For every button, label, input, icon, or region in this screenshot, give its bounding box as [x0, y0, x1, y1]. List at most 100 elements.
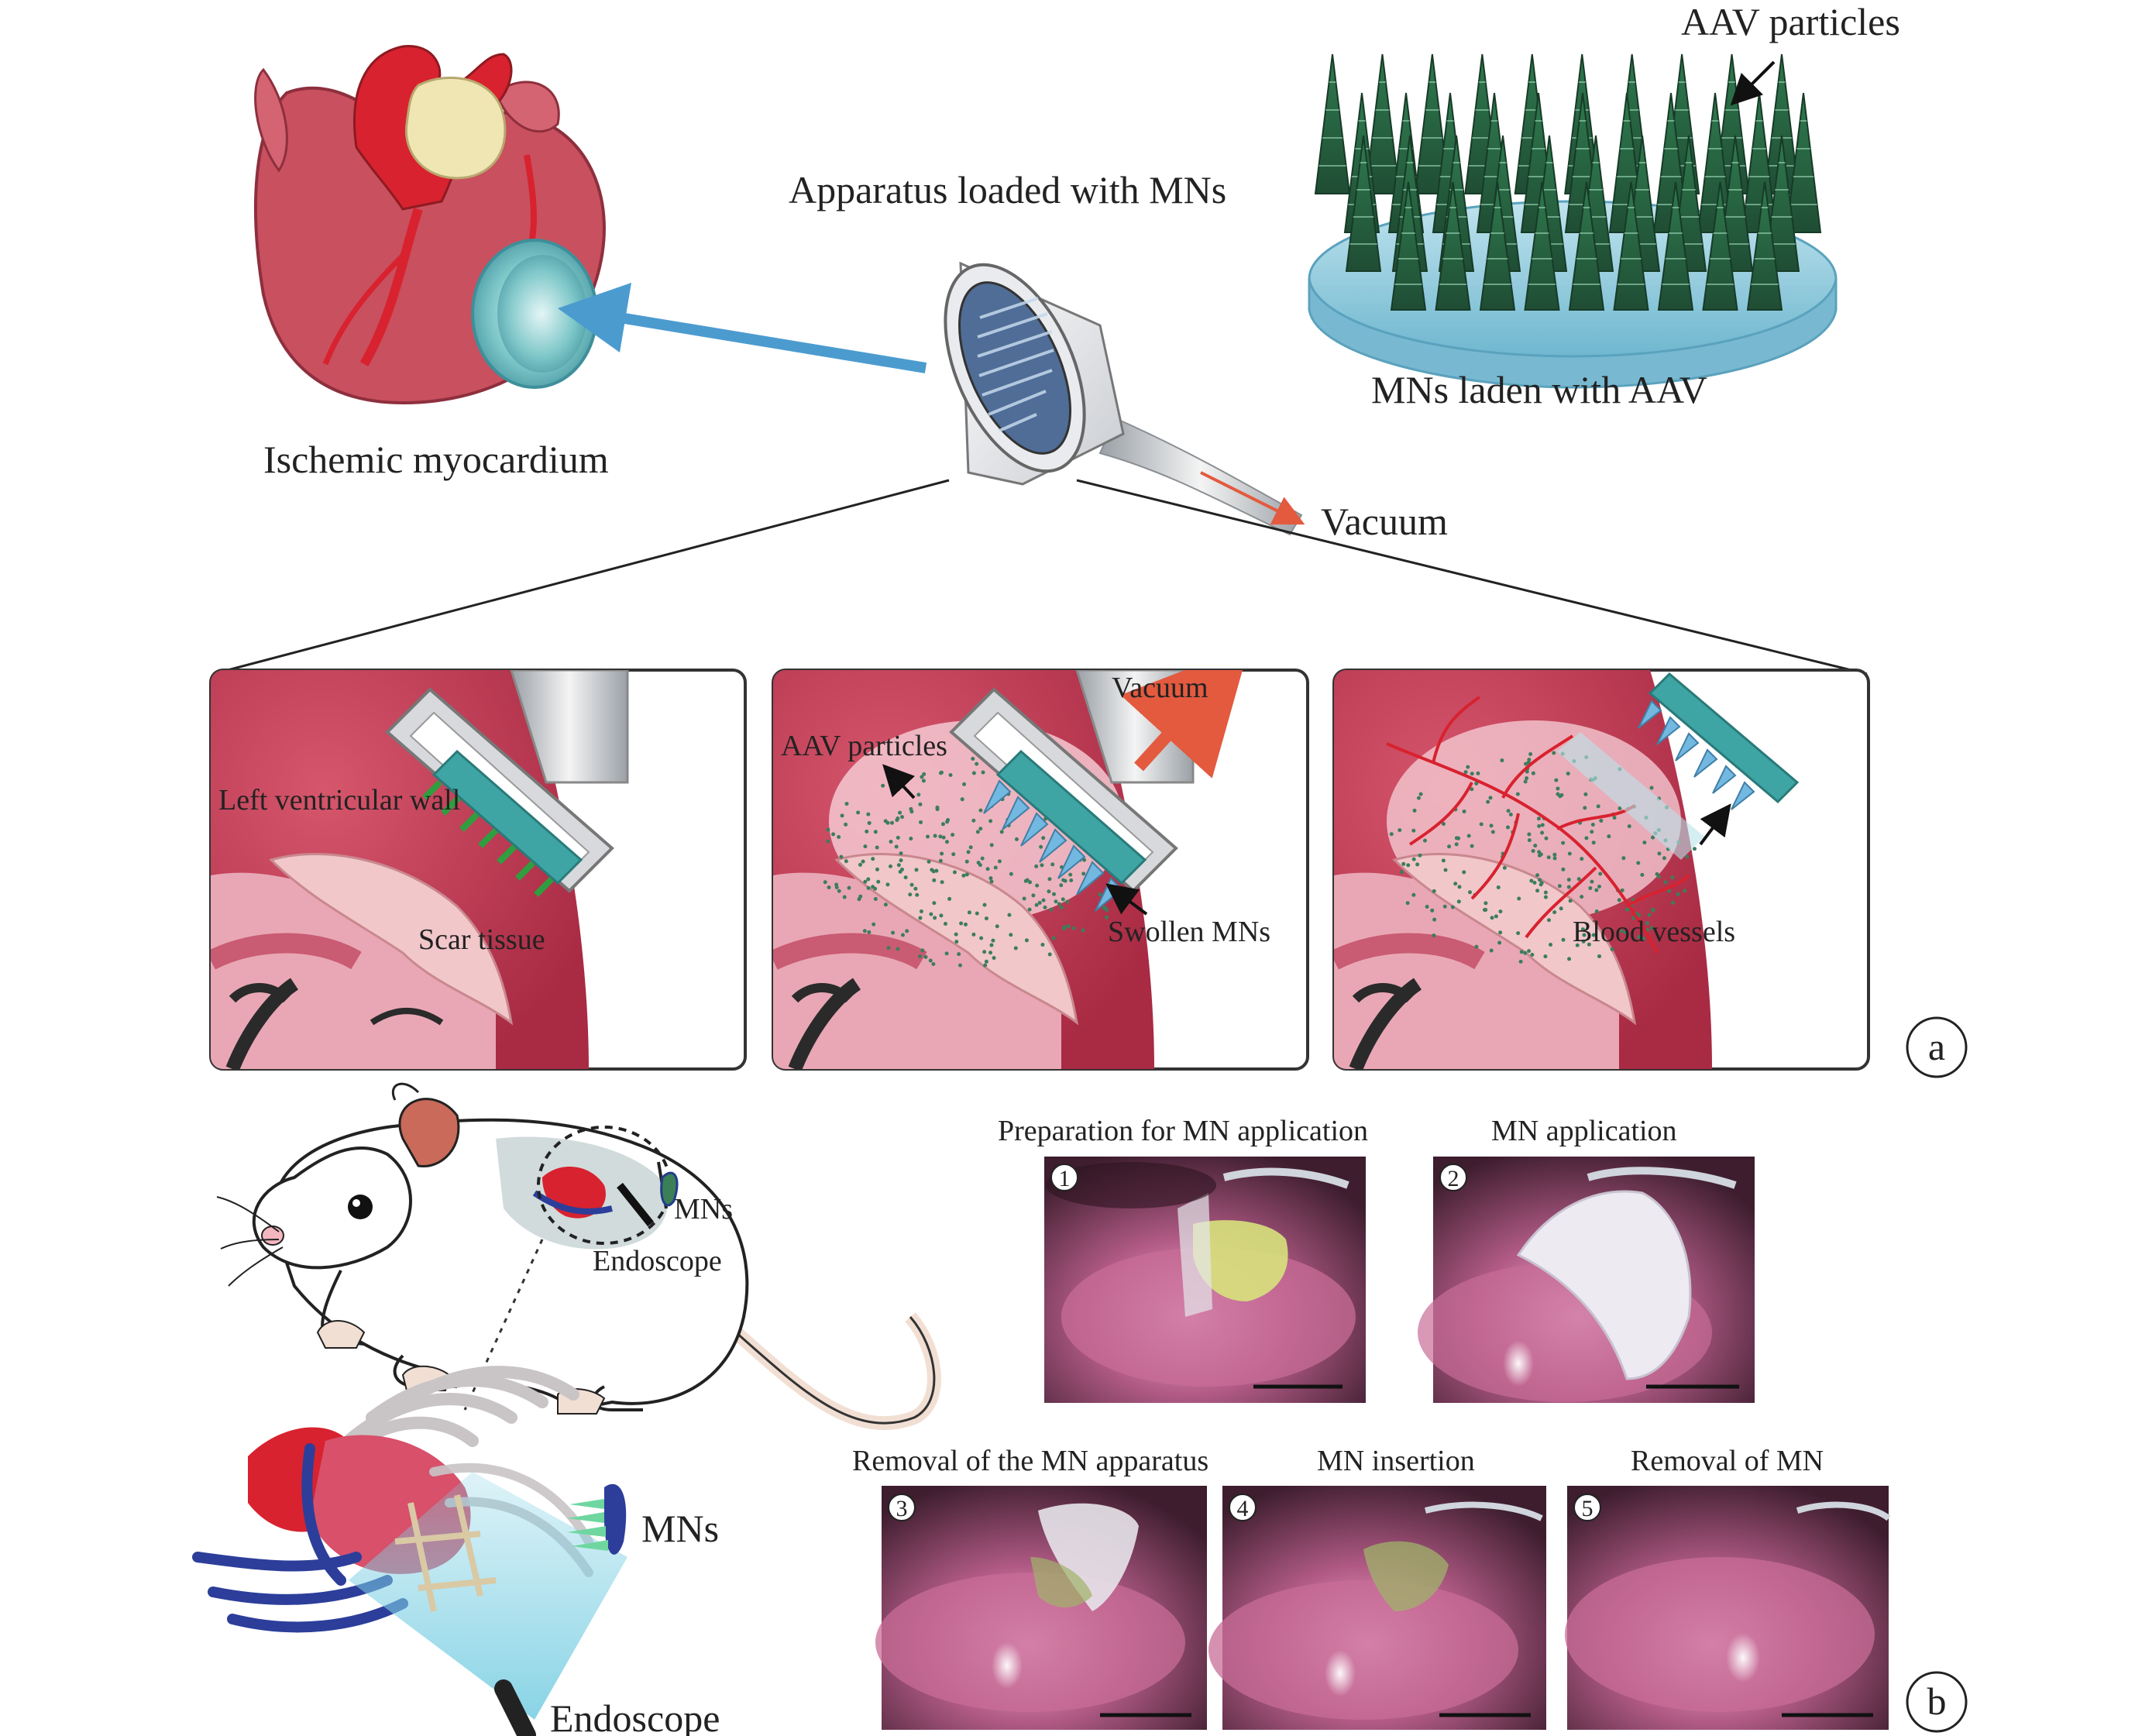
- aav-particle-dot: [1052, 892, 1057, 896]
- aav-particle-dot: [1624, 907, 1629, 912]
- aav-particle-dot: [1617, 898, 1621, 902]
- aav-particle-dot: [1650, 926, 1655, 930]
- aav-particle-dot: [1676, 892, 1680, 896]
- aav-particle-dot: [1554, 778, 1559, 782]
- aav-label-top: AAV particles: [1681, 0, 1900, 43]
- aav-particle-dot: [940, 822, 945, 827]
- aav-particle-dot: [875, 845, 879, 850]
- aav-particle-dot: [1540, 823, 1545, 827]
- aav-particle-dot: [1051, 936, 1056, 940]
- aav-particle-dot: [984, 959, 988, 964]
- aav-particle-dot: [1031, 893, 1036, 898]
- microneedle-cone: [1479, 181, 1516, 311]
- aav-particle-dot: [885, 882, 890, 887]
- aav-particle-dot: [1483, 901, 1488, 906]
- mn-patch-illustration: [1308, 53, 1838, 389]
- aav-particle-dot: [938, 834, 943, 839]
- photo-2-caption: MN application: [1491, 1115, 1677, 1147]
- aav-particle-dot: [1515, 792, 1520, 796]
- aav-particle-dot: [1474, 944, 1479, 949]
- aav-particle-dot: [866, 885, 871, 890]
- aav-particle-dot: [1597, 885, 1601, 889]
- aav-particle-dot: [1049, 907, 1054, 912]
- removal-pointer: [1699, 803, 1731, 846]
- aav-particle-dot: [1561, 840, 1566, 845]
- aav-particle-dot: [900, 933, 905, 937]
- aav-particle-dot: [1598, 871, 1603, 876]
- left-ventricular-wall-label: Left ventricular wall: [218, 784, 460, 816]
- vacuum-label-panel: Vacuum: [1112, 672, 1208, 704]
- aav-particle-dot: [1399, 870, 1404, 875]
- panel-letter-b: b: [1906, 1671, 1968, 1733]
- aav-particle-dot: [889, 840, 893, 844]
- aav-particle-dot: [1496, 885, 1501, 890]
- aav-particle-dot: [1556, 786, 1560, 791]
- aav-particle-dot: [1596, 804, 1600, 809]
- aav-particle-dot: [837, 835, 841, 840]
- aav-particle-dot: [1527, 758, 1532, 762]
- aav-particle-dot: [823, 880, 827, 885]
- aav-particle-dot: [1641, 937, 1645, 941]
- aav-particle-dot: [1590, 823, 1595, 827]
- aav-particle-dot: [947, 896, 952, 901]
- aav-particle-dot: [1683, 889, 1687, 893]
- aav-particle-dot: [1620, 888, 1624, 892]
- aav-particle-dot: [1443, 868, 1448, 872]
- aav-particle-dot: [946, 817, 951, 822]
- aav-particle-dot: [888, 864, 892, 868]
- aav-particle-dot: [827, 885, 831, 890]
- aav-particle-dot: [931, 869, 936, 874]
- aav-particle-dot: [1517, 896, 1521, 901]
- aav-particle-dot: [1457, 885, 1462, 889]
- aav-particle-dot: [834, 882, 839, 887]
- photo-3-caption: Removal of the MN apparatus: [852, 1445, 1208, 1477]
- aav-particle-dot: [941, 835, 946, 840]
- aav-particle-dot: [1558, 794, 1563, 799]
- aav-particle-dot: [1463, 770, 1468, 775]
- aav-particle-dot: [1441, 858, 1446, 863]
- aav-particle-dot: [881, 783, 885, 788]
- aav-particle-dot: [1047, 877, 1052, 882]
- aav-particle-dot: [964, 922, 968, 926]
- aav-particle-dot: [1489, 823, 1494, 828]
- aav-particle-dot: [966, 850, 971, 854]
- aav-particle-dot: [1416, 796, 1421, 800]
- aav-particle-dot: [896, 835, 900, 840]
- aav-particle-dot: [978, 863, 982, 868]
- aav-particle-dot: [1523, 779, 1528, 784]
- aav-particle-dot: [1453, 882, 1458, 886]
- aav-particle-dot: [840, 813, 844, 818]
- aav-particle-dot: [1580, 857, 1584, 861]
- aav-particle-dot: [940, 880, 944, 885]
- aav-particle-dot: [1568, 899, 1573, 903]
- aav-particle-dot: [964, 872, 969, 877]
- aav-particle-dot: [896, 863, 901, 868]
- aav-particle-dot: [1552, 856, 1557, 861]
- aav-particle-dot: [1081, 928, 1085, 933]
- aav-particle-dot: [979, 936, 984, 940]
- aav-particle-dot: [1398, 828, 1402, 833]
- microneedle-cone: [1613, 181, 1649, 311]
- aav-particle-dot: [1050, 862, 1055, 867]
- aav-particle-dot: [982, 950, 987, 954]
- aav-particle-dot: [1543, 895, 1548, 899]
- aav-particle-dot: [1406, 863, 1411, 868]
- aav-particle-dot: [1037, 900, 1042, 905]
- aav-particle-dot: [1479, 822, 1483, 827]
- svg-text:5: 5: [1582, 1496, 1594, 1521]
- aav-particle-dot: [1528, 752, 1533, 757]
- aav-particle-dot: [923, 954, 928, 959]
- aav-particle-dot: [898, 869, 902, 874]
- aav-particle-dot: [1456, 899, 1461, 904]
- aav-particle-dot: [1610, 947, 1614, 952]
- aav-particle-dot: [952, 870, 957, 875]
- aav-particle-dot: [971, 771, 976, 775]
- aav-particle-dot: [1490, 916, 1494, 920]
- microneedle-cone: [1435, 181, 1471, 311]
- aav-particle-dot: [1580, 927, 1585, 932]
- aav-particle-dot: [1474, 781, 1479, 785]
- aav-particle-dot: [957, 952, 961, 957]
- svg-text:b: b: [1927, 1679, 1947, 1723]
- aav-particle-dot: [909, 837, 913, 841]
- aav-particle-dot: [954, 940, 959, 944]
